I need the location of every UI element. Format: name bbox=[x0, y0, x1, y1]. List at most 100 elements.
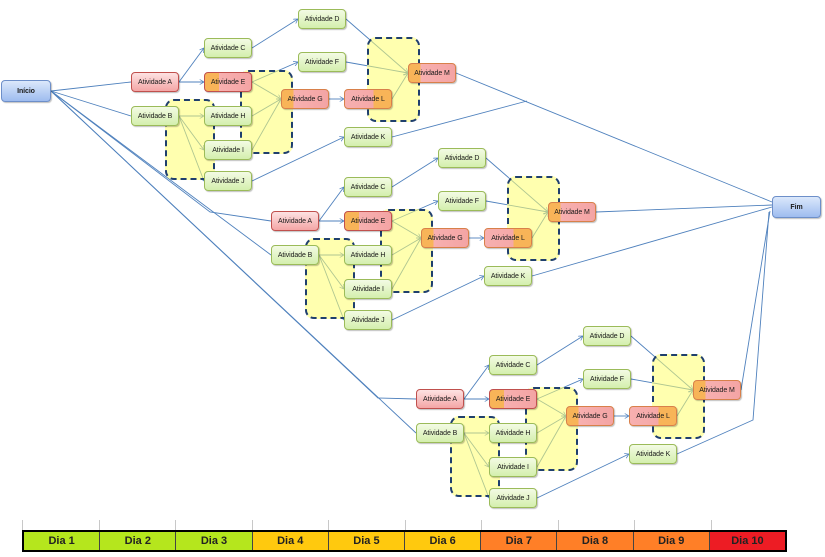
activity-node-h[interactable]: Atividade H bbox=[204, 106, 252, 126]
start-node[interactable]: Início bbox=[1, 80, 51, 102]
day-cell-6: Dia 6 bbox=[405, 532, 482, 550]
activity-node-g[interactable]: Atividade G bbox=[421, 228, 469, 248]
activity-node-g[interactable]: Atividade G bbox=[281, 89, 329, 109]
activity-node-j[interactable]: Atividade J bbox=[204, 171, 252, 191]
activity-node-k[interactable]: Atividade K bbox=[484, 266, 532, 286]
activity-label: Atividade G bbox=[287, 95, 323, 103]
activity-node-d[interactable]: Atividade D bbox=[298, 9, 346, 29]
activity-label: Atividade K bbox=[635, 450, 671, 458]
activity-label: Atividade L bbox=[351, 95, 385, 103]
edge-c-d bbox=[536, 335, 583, 366]
activity-node-b[interactable]: Atividade B bbox=[416, 423, 464, 443]
activity-node-i[interactable]: Atividade I bbox=[204, 140, 252, 160]
grid-tick bbox=[175, 520, 176, 530]
day-cell-4: Dia 4 bbox=[252, 532, 329, 550]
activity-label: Atividade C bbox=[495, 361, 531, 369]
activity-node-d[interactable]: Atividade D bbox=[438, 148, 486, 168]
edge-e-f bbox=[536, 379, 583, 400]
activity-label: Atividade A bbox=[138, 78, 172, 86]
activity-label: Atividade M bbox=[699, 386, 735, 394]
activity-node-c[interactable]: Atividade C bbox=[489, 355, 537, 375]
activity-node-h[interactable]: Atividade H bbox=[489, 423, 537, 443]
activity-node-i[interactable]: Atividade I bbox=[489, 457, 537, 477]
activity-node-m[interactable]: Atividade M bbox=[693, 380, 741, 400]
activity-node-e[interactable]: Atividade E bbox=[204, 72, 252, 92]
edge-b-i bbox=[318, 254, 344, 289]
edge-k-end bbox=[531, 206, 773, 277]
activity-label: Atividade F bbox=[305, 58, 339, 66]
activity-label: Atividade M bbox=[554, 208, 590, 216]
edge-j-k bbox=[536, 454, 629, 499]
edge-l-m bbox=[531, 212, 549, 239]
edge-start-b bbox=[50, 90, 417, 434]
grid-tick bbox=[481, 520, 482, 530]
activity-label: Atividade A bbox=[278, 217, 312, 225]
activity-node-l[interactable]: Atividade L bbox=[629, 406, 677, 426]
activity-node-l[interactable]: Atividade L bbox=[484, 228, 532, 248]
activity-node-d[interactable]: Atividade D bbox=[583, 326, 631, 346]
edge-e-g bbox=[536, 398, 566, 416]
activity-label: Atividade I bbox=[212, 146, 244, 154]
day-cell-8: Dia 8 bbox=[557, 532, 634, 550]
activity-label: Atividade L bbox=[491, 234, 525, 242]
activity-node-e[interactable]: Atividade E bbox=[344, 211, 392, 231]
edge-start-b bbox=[50, 90, 272, 256]
activity-node-j[interactable]: Atividade J bbox=[344, 310, 392, 330]
activity-node-m[interactable]: Atividade M bbox=[408, 63, 456, 83]
activity-label: Atividade B bbox=[277, 251, 313, 259]
edge-i-g bbox=[391, 238, 421, 290]
activity-label: Atividade K bbox=[490, 272, 526, 280]
activity-node-b[interactable]: Atividade B bbox=[271, 245, 319, 265]
day-cell-7: Dia 7 bbox=[481, 532, 558, 550]
day-cell-1: Dia 1 bbox=[24, 532, 101, 550]
activity-node-b[interactable]: Atividade B bbox=[131, 106, 179, 126]
edge-d-m bbox=[345, 18, 408, 73]
edge-a-c bbox=[318, 187, 344, 222]
activity-label: Atividade G bbox=[427, 234, 463, 242]
edge-f-m bbox=[345, 61, 408, 73]
edge-m-end bbox=[595, 204, 773, 213]
activity-node-f[interactable]: Atividade F bbox=[298, 52, 346, 72]
activity-node-c[interactable]: Atividade C bbox=[344, 177, 392, 197]
activity-node-f[interactable]: Atividade F bbox=[438, 191, 486, 211]
grid-tick bbox=[404, 520, 406, 530]
activity-node-m[interactable]: Atividade M bbox=[548, 202, 596, 222]
activity-label: Atividade E bbox=[350, 217, 386, 225]
end-node[interactable]: Fim bbox=[772, 196, 821, 218]
day-cell-9: Dia 9 bbox=[633, 532, 710, 550]
activity-label: Atividade E bbox=[495, 395, 531, 403]
edge-e-f bbox=[251, 62, 298, 83]
activity-label: Atividade C bbox=[350, 183, 386, 191]
edge-i-g bbox=[536, 416, 566, 468]
activity-node-a[interactable]: Atividade A bbox=[271, 211, 319, 231]
start-label: Início bbox=[17, 87, 35, 95]
edge-c-d bbox=[391, 157, 438, 188]
activity-label: Atividade H bbox=[350, 251, 386, 259]
activity-node-k[interactable]: Atividade K bbox=[629, 444, 677, 464]
activity-label: Atividade C bbox=[210, 44, 246, 52]
activity-label: Atividade M bbox=[414, 69, 450, 77]
activity-node-g[interactable]: Atividade G bbox=[566, 406, 614, 426]
edge-start-a bbox=[50, 81, 132, 92]
day-cell-3: Dia 3 bbox=[176, 532, 253, 550]
activity-node-a[interactable]: Atividade A bbox=[131, 72, 179, 92]
edge-k-end bbox=[676, 211, 770, 455]
activity-node-k[interactable]: Atividade K bbox=[344, 127, 392, 147]
activity-node-f[interactable]: Atividade F bbox=[583, 369, 631, 389]
grid-tick bbox=[22, 520, 23, 530]
activity-label: Atividade D bbox=[589, 332, 625, 340]
activity-node-l[interactable]: Atividade L bbox=[344, 89, 392, 109]
activity-node-j[interactable]: Atividade J bbox=[489, 488, 537, 508]
activity-node-i[interactable]: Atividade I bbox=[344, 279, 392, 299]
activity-node-e[interactable]: Atividade E bbox=[489, 389, 537, 409]
edge-a-c bbox=[463, 365, 489, 400]
activity-node-c[interactable]: Atividade C bbox=[204, 38, 252, 58]
activity-node-a[interactable]: Atividade A bbox=[416, 389, 464, 409]
activity-node-h[interactable]: Atividade H bbox=[344, 245, 392, 265]
edge-b-j bbox=[178, 115, 204, 181]
edge-d-m bbox=[485, 157, 548, 212]
grid-tick bbox=[328, 520, 329, 530]
activity-label: Atividade A bbox=[423, 395, 457, 403]
edge-f-m bbox=[630, 378, 693, 390]
